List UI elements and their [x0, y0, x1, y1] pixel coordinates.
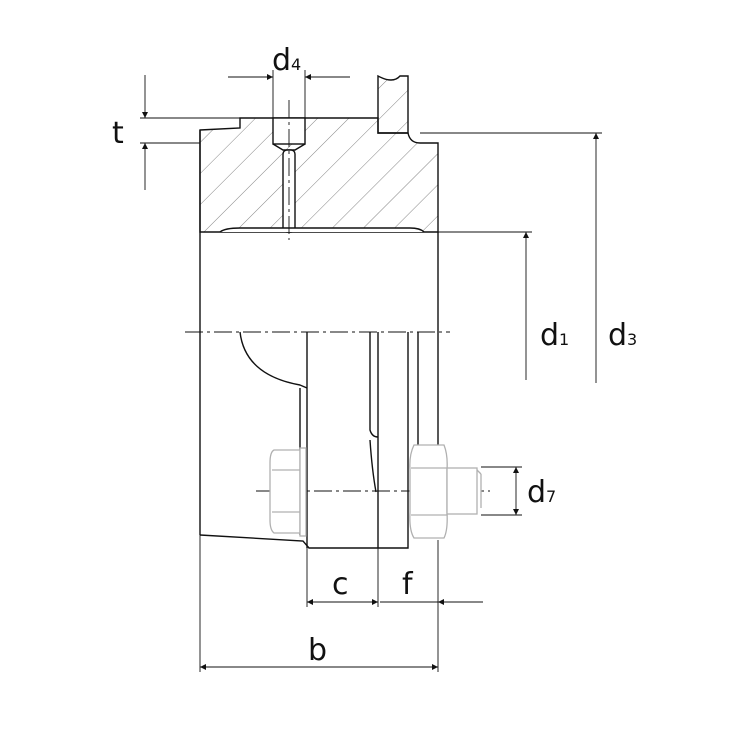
nut-right	[409, 444, 482, 539]
label-d7: d7	[527, 475, 556, 510]
housing-section	[199, 117, 439, 233]
bolt-left	[269, 447, 307, 537]
label-d3: d3	[608, 318, 637, 353]
label-c: c	[332, 567, 349, 602]
label-b: b	[308, 633, 327, 668]
collar-section	[377, 74, 409, 134]
label-t: t	[112, 116, 124, 151]
label-d1: d1	[540, 318, 569, 353]
label-d4: d4	[272, 43, 301, 78]
dimension-lines	[140, 70, 602, 672]
label-f: f	[402, 567, 414, 602]
